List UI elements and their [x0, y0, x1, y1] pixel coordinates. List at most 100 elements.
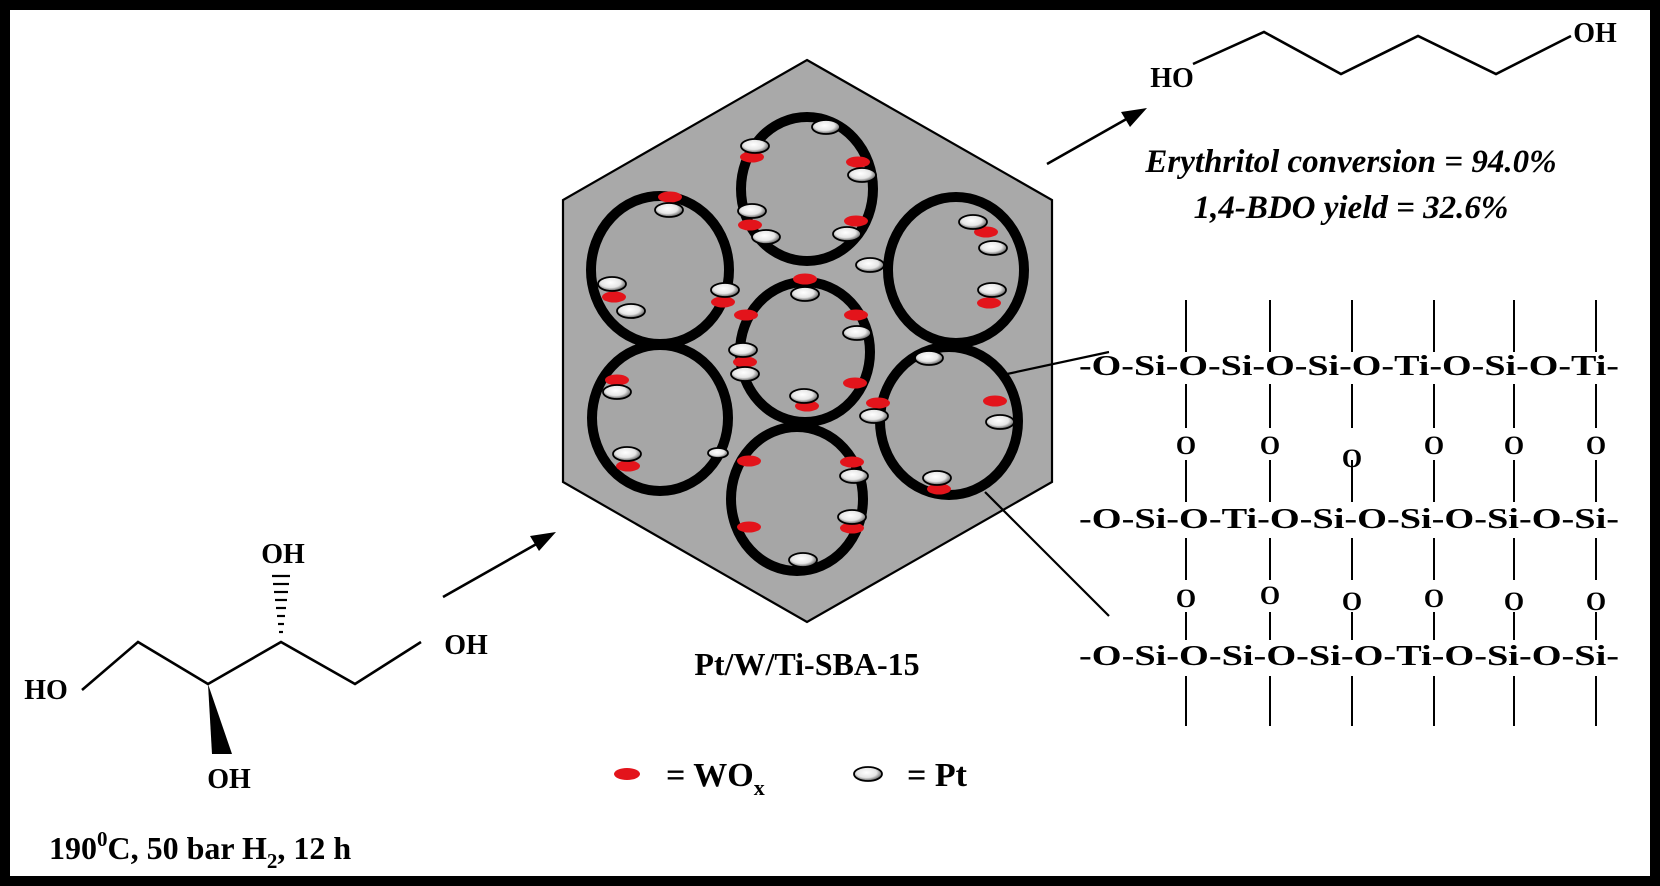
pore-upper-left	[586, 191, 734, 349]
yield-text: 1,4-BDO yield = 32.6%	[1194, 190, 1509, 226]
framework-bridge-oxygen: O	[1342, 444, 1362, 473]
bdo-skeleton	[1192, 30, 1572, 76]
pt-particle	[707, 447, 729, 459]
bdo-ho-left: HO	[1150, 63, 1194, 94]
erythritol-structure: OH OH HO OH	[24, 539, 488, 795]
bdo-oh-right: OH	[1573, 18, 1617, 49]
pt-particle	[922, 470, 952, 486]
erythritol-skeleton	[81, 640, 422, 691]
pt-particle	[728, 342, 758, 358]
reaction-conditions: 1900C, 50 bar H2, 12 h	[49, 827, 351, 873]
wox-particle	[974, 226, 998, 238]
framework-bridge-oxygen: O	[1176, 431, 1196, 460]
framework-bridge-oxygen: O	[1424, 431, 1444, 460]
framework-row-1: -O-Si-O-Si-O-Si-O-Ti-O-Si-O-Ti-	[1079, 350, 1619, 382]
wox-particle	[840, 522, 864, 534]
framework-bridge-oxygen: O	[1504, 587, 1524, 616]
pt-particle	[837, 509, 867, 525]
wox-particle	[983, 395, 1007, 407]
reaction-arrow-1	[442, 532, 556, 599]
wox-particle	[793, 273, 817, 285]
wox-particle	[844, 309, 868, 321]
wox-particle	[840, 456, 864, 468]
pt-particle	[710, 282, 740, 298]
pt-particle	[859, 408, 889, 424]
pore-top	[736, 112, 878, 266]
wox-particle	[658, 191, 682, 203]
pt-particle	[789, 388, 819, 404]
framework-bridge-oxygen: O	[1504, 431, 1524, 460]
pt-particle	[839, 468, 869, 484]
pt-particle	[730, 366, 760, 382]
wox-particle	[602, 291, 626, 303]
framework-row-3: -O-Si-O-Si-O-Si-O-Ti-O-Si-O-Si-	[1079, 640, 1619, 672]
erythritol-oh-right: OH	[444, 630, 488, 661]
legend-wox-label: = WOx	[666, 757, 765, 800]
pt-particle	[737, 203, 767, 219]
zoom-line-top	[1006, 350, 1110, 376]
erythritol-oh-top: OH	[261, 539, 305, 570]
pore-lower-left	[587, 340, 733, 496]
pt-particle	[740, 138, 770, 154]
pt-particle	[654, 202, 684, 218]
wox-particle	[843, 377, 867, 389]
wox-particle	[616, 460, 640, 472]
wox-particle	[733, 356, 757, 368]
zoom-line-bottom	[984, 491, 1110, 617]
framework-bridge-oxygen: O	[1342, 587, 1362, 616]
framework-bridge-oxygen: O	[1260, 581, 1280, 610]
wox-particle	[734, 309, 758, 321]
framework-row-2: -O-Si-O-Ti-O-Si-O-Si-O-Si-O-Si-	[1079, 503, 1619, 535]
pt-particle	[958, 214, 988, 230]
pt-particle	[832, 226, 862, 242]
wox-particle	[927, 483, 951, 495]
legend: = WOx = Pt	[614, 757, 968, 800]
conversion-text: Erythritol conversion = 94.0%	[1144, 144, 1556, 180]
framework-bridge-oxygen: O	[1260, 431, 1280, 460]
reaction-arrow-2	[1046, 108, 1147, 166]
framework-bridge-oxygen: O	[1176, 584, 1196, 613]
pt-particle	[985, 414, 1015, 430]
wox-particle	[740, 151, 764, 163]
wox-particle	[866, 397, 890, 409]
pt-particle	[842, 325, 872, 341]
wox-particle	[737, 521, 761, 533]
wox-particle	[737, 455, 761, 467]
pt-particle	[602, 384, 632, 400]
wox-particle	[738, 219, 762, 231]
pt-particle	[790, 286, 820, 302]
pt-particle	[977, 282, 1007, 298]
hashed-bond	[272, 574, 290, 634]
catalyst-name: Pt/W/Ti-SBA-15	[694, 646, 919, 682]
framework-bridge-oxygen: O	[1586, 587, 1606, 616]
pt-particle	[597, 276, 627, 292]
wox-particle	[711, 296, 735, 308]
pt-particle	[847, 167, 877, 183]
wox-particle	[605, 374, 629, 386]
pt-particle	[978, 240, 1008, 256]
pt-particle	[788, 552, 818, 568]
pore-upper-right	[883, 192, 1029, 348]
pt-particle	[616, 303, 646, 319]
active-species	[597, 119, 1015, 568]
ti-sba15-framework: -O-Si-O-Si-O-Si-O-Ti-O-Si-O-Ti- -O-Si-O-T…	[1079, 300, 1619, 726]
bdo-structure: HO OH	[1150, 18, 1617, 94]
legend-pt-marker	[853, 766, 883, 782]
framework-bridge-oxygen: O	[1424, 584, 1444, 613]
pt-particle	[855, 257, 885, 273]
pt-particle	[811, 119, 841, 135]
wox-particle	[844, 215, 868, 227]
pt-particle	[612, 446, 642, 462]
pore-bottom	[726, 422, 868, 576]
erythritol-ho-left: HO	[24, 675, 68, 706]
legend-pt-label: = Pt	[907, 757, 968, 794]
pt-particle	[914, 350, 944, 366]
erythritol-oh-bottom: OH	[207, 764, 251, 795]
legend-wox-marker	[614, 768, 640, 780]
pt-particle	[751, 229, 781, 245]
wox-particle	[846, 156, 870, 168]
framework-bridge-oxygen: O	[1586, 431, 1606, 460]
